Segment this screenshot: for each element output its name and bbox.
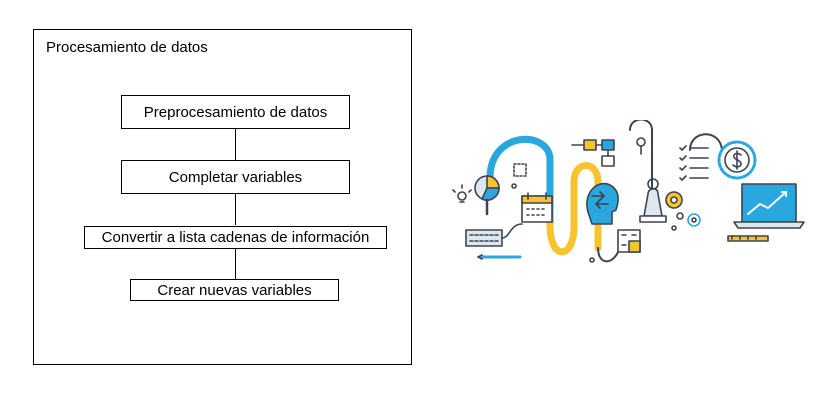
process-diagram-frame: Procesamiento de datos Preprocesamiento … bbox=[33, 29, 412, 365]
lightbulb-icon bbox=[452, 184, 472, 203]
path-track-outline-2 bbox=[689, 133, 723, 151]
connector-line bbox=[235, 249, 236, 279]
calculator-icon bbox=[617, 229, 641, 253]
path-track-yellow bbox=[546, 162, 602, 256]
keyhole-icon bbox=[636, 137, 646, 155]
diagram-title: Procesamiento de datos bbox=[46, 39, 208, 56]
decor-dot bbox=[671, 225, 677, 231]
checklist-icon bbox=[679, 145, 709, 181]
dollar-coin-icon bbox=[717, 140, 757, 180]
path-track-blue bbox=[486, 135, 554, 229]
pie-chart-icon bbox=[474, 175, 500, 216]
connector-line bbox=[235, 194, 236, 225]
path-track-outline bbox=[629, 120, 653, 216]
data-processing-illustration bbox=[452, 120, 805, 263]
calendar-icon bbox=[521, 192, 553, 223]
chess-knight-icon bbox=[639, 178, 667, 223]
step-convertir-lista: Convertir a lista cadenas de información bbox=[84, 226, 387, 249]
step-preprocesamiento: Preprocesamiento de datos bbox=[121, 95, 350, 129]
ruler-icon bbox=[727, 235, 769, 242]
network-icon bbox=[571, 139, 615, 167]
step-completar-variables: Completar variables bbox=[121, 160, 350, 194]
head-arrows-icon bbox=[586, 182, 619, 225]
path-track-grey bbox=[597, 247, 619, 263]
step-crear-variables: Crear nuevas variables bbox=[130, 279, 339, 301]
laptop-chart-icon bbox=[733, 183, 805, 229]
gear-icon bbox=[665, 191, 701, 227]
dotted-square-icon bbox=[513, 163, 527, 177]
keyboard-icon bbox=[465, 223, 523, 247]
connector-line bbox=[235, 129, 236, 160]
decor-dot bbox=[589, 257, 595, 263]
pencil-icon bbox=[477, 254, 522, 260]
decor-dot bbox=[511, 183, 517, 189]
